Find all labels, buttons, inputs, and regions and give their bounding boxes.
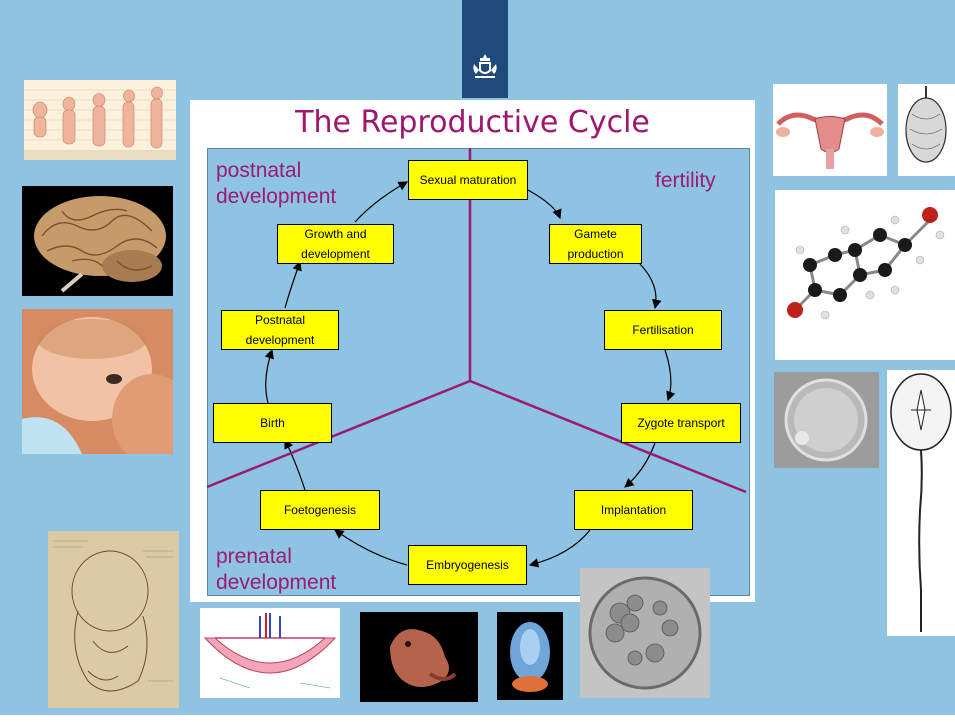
placenta-diagram-image [200, 608, 340, 698]
slide-bottom-edge [0, 715, 955, 722]
breastfeeding-baby-image [22, 309, 173, 454]
stage-sexual-maturation[interactable]: Sexual maturation [408, 160, 528, 200]
uterus-diagram-image [773, 84, 887, 176]
stage-zygote-transport[interactable]: Zygote transport [621, 403, 741, 443]
sector-label-fertility: fertility [655, 168, 716, 194]
coat-of-arms-icon [470, 52, 500, 82]
stage-embryogenesis[interactable]: Embryogenesis [408, 545, 527, 585]
sector-label-prenatal: prenatal development [216, 544, 396, 596]
stage-foetogenesis[interactable]: Foetogenesis [260, 490, 380, 530]
early-embryo-image [497, 612, 563, 700]
sector-label-postnatal: postnatal development [216, 158, 396, 210]
stage-fertilisation[interactable]: Fertilisation [604, 310, 722, 350]
blastocyst-image [580, 568, 710, 698]
brain-image [22, 186, 173, 296]
foetus-sketch-image [48, 531, 179, 708]
frame-right [750, 148, 755, 596]
slide-title: The Reproductive Cycle [190, 100, 755, 152]
steroid-molecule-image [775, 190, 955, 360]
embryo-image [360, 612, 478, 702]
child-growth-stages-image [24, 80, 176, 160]
stage-birth[interactable]: Birth [213, 403, 332, 443]
stage-postnatal-development[interactable]: Postnatal development [221, 310, 339, 350]
stage-growth-and-development[interactable]: Growth and development [277, 224, 394, 264]
oocyte-image [774, 372, 879, 468]
stage-implantation[interactable]: Implantation [574, 490, 693, 530]
emblem-bar [462, 0, 508, 98]
testis-drawing-image [898, 84, 955, 176]
stage-gamete-production[interactable]: Gamete production [549, 224, 642, 264]
frame-left [190, 148, 208, 596]
sperm-drawing-image [887, 370, 955, 636]
